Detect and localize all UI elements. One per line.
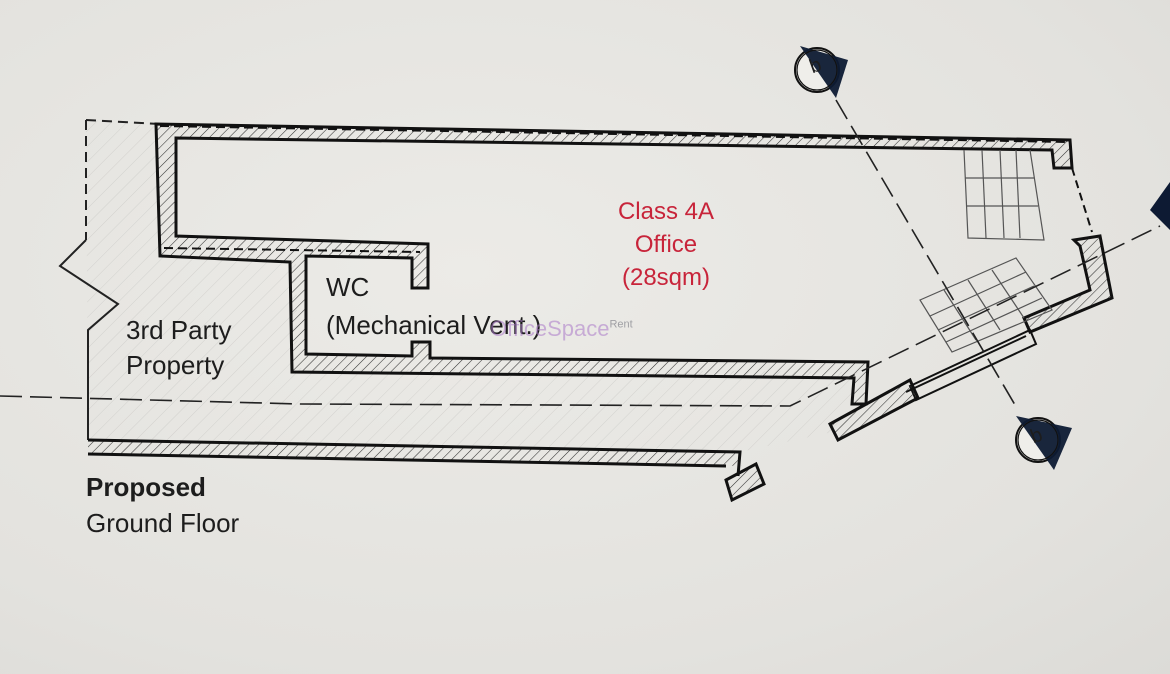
third-party-label: 3rd Party Property [126, 313, 232, 383]
section-line-a [0, 225, 1161, 407]
third-party-label-line2: Property [126, 350, 225, 380]
wc-label: WC (Mechanical Vent.) [326, 268, 541, 344]
office-wall-outline [154, 122, 1074, 406]
wc-label-name: WC [326, 272, 370, 302]
top-wall-dashed [159, 125, 1069, 143]
office-label-class: Class 4A [617, 198, 715, 225]
staircase-lower [919, 257, 1053, 353]
watermark-brand: OfficeSpace [490, 316, 610, 341]
watermark-logo: OfficeSpaceRent [490, 316, 633, 342]
third-party-label-line1: 3rd Party [126, 315, 232, 345]
bottom-boundary-hatch [88, 440, 742, 466]
entrance-jamb [828, 377, 920, 443]
right-wall [1022, 234, 1114, 334]
staircase-upper [963, 149, 1045, 241]
break-line [58, 239, 120, 440]
section-marker-bottom [1015, 416, 1072, 470]
wc-top-dashed [163, 247, 421, 253]
section-marker-right [1150, 182, 1170, 230]
drawing-subtitle: Ground Floor [86, 508, 240, 538]
bottom-boundary-line [87, 438, 742, 477]
office-label: Class 4A Office (28sqm) [592, 195, 740, 294]
bottom-end-block [724, 461, 766, 503]
top-left-dashed [85, 119, 161, 125]
watermark-suffix: Rent [609, 318, 633, 331]
third-party-property-area [86, 120, 860, 452]
office-label-use: Office [634, 231, 698, 258]
drawing-title: Proposed [86, 472, 206, 502]
wc-label-ventilation: (Mechanical Vent.) [326, 310, 542, 340]
office-label-area: (28sqm) [621, 264, 711, 291]
right-dashed-edge [1071, 167, 1093, 233]
section-marker-top [794, 46, 848, 98]
